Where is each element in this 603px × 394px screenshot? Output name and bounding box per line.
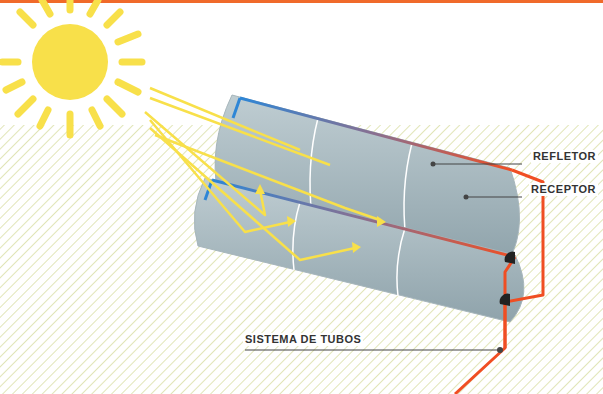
reflector-label: REFLETOR [531,150,598,163]
tube-system-label: SISTEMA DE TUBOS [243,333,363,346]
receptor-label: RECEPTOR [529,183,598,196]
